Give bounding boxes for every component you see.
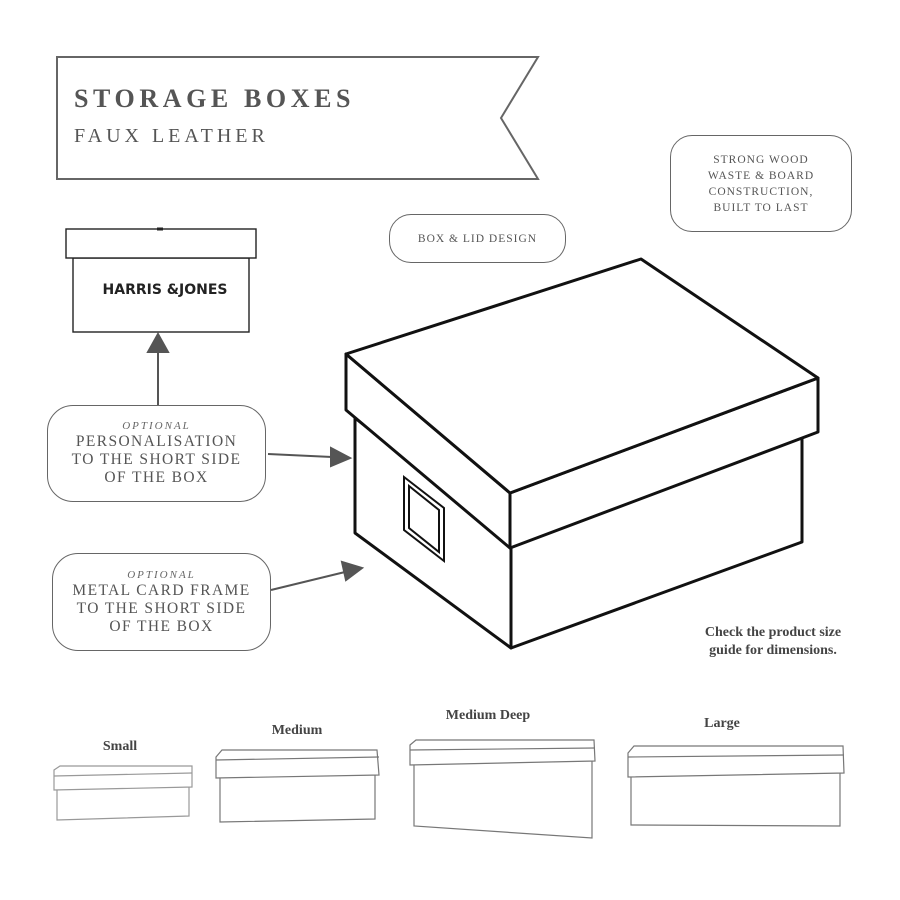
design-label: BOX & LID DESIGN [417, 232, 538, 245]
card-frame-line: METAL CARD FRAME [72, 581, 251, 599]
construction-line: STRONG WOOD [713, 153, 809, 166]
personalisation-line: OF THE BOX [104, 469, 209, 486]
arrow-to-card-frame [270, 560, 365, 591]
size-label-small: Small [102, 739, 138, 754]
size-label-large: Large [704, 716, 740, 731]
personalisation-callout: OPTIONAL PERSONALISATION TO THE SHORT SI… [47, 405, 266, 502]
card-frame-line: OF THE BOX [109, 617, 214, 635]
page-subtitle: FAUX LEATHER [74, 125, 269, 147]
title-banner [56, 56, 540, 180]
size-label-medium-deep: Medium Deep [445, 708, 531, 723]
optional-tag: OPTIONAL [122, 420, 191, 432]
size-box-small [53, 765, 193, 821]
size-guide-note: Check the product size guide for dimensi… [668, 624, 878, 660]
construction-line: CONSTRUCTION, [708, 185, 814, 198]
personalised-box-illustration [65, 227, 257, 333]
page-title: STORAGE BOXES [74, 84, 356, 113]
card-frame-illustration [403, 474, 445, 564]
size-box-medium [215, 749, 380, 823]
optional-tag: OPTIONAL [127, 568, 196, 581]
brand-logo-text: HARRIS &JONES [102, 282, 228, 298]
arrow-to-short-side [267, 446, 353, 468]
design-callout: BOX & LID DESIGN [389, 214, 566, 263]
construction-line: WASTE & BOARD [707, 169, 815, 182]
personalisation-line: PERSONALISATION [75, 433, 238, 450]
construction-line: BUILT TO LAST [713, 201, 809, 214]
size-box-medium-deep [409, 739, 596, 839]
card-frame-line: TO THE SHORT SIDE [76, 599, 247, 617]
size-label-medium: Medium [271, 723, 323, 738]
size-box-large [627, 745, 845, 827]
main-box-illustration [344, 257, 820, 650]
size-guide-line: guide for dimensions. [709, 643, 837, 658]
personalisation-line: TO THE SHORT SIDE [71, 451, 242, 468]
construction-callout: STRONG WOOD WASTE & BOARD CONSTRUCTION, … [670, 135, 852, 232]
size-guide-line: Check the product size [704, 625, 842, 640]
card-frame-callout: OPTIONAL METAL CARD FRAME TO THE SHORT S… [52, 553, 271, 651]
arrow-to-logo [146, 331, 170, 406]
